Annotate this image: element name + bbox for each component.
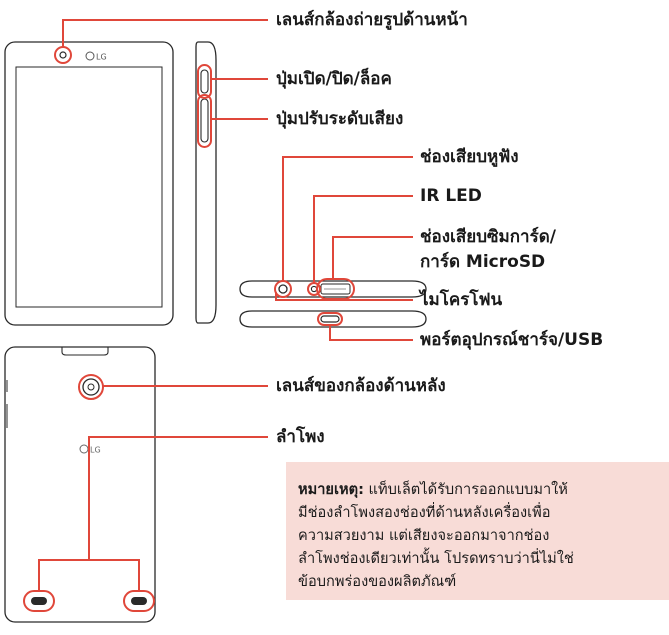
label-sim-slot-line2: การ์ด MicroSD xyxy=(420,252,546,272)
label-microphone: ไมโครโฟน xyxy=(420,290,503,310)
callout-power-ring xyxy=(197,64,212,99)
tablet-back-view xyxy=(4,346,156,623)
callout-speaker-line xyxy=(38,559,140,591)
usb-port xyxy=(320,315,340,323)
svg-text:LG: LG xyxy=(90,446,101,455)
label-charger-port: พอร์ตอุปกรณ์ชาร์จ/USB xyxy=(420,330,604,350)
label-headset-jack: ช่องเสียบหูฟัง xyxy=(420,147,519,167)
svg-text:LG: LG xyxy=(96,53,107,62)
label-power-lock: ปุ่มเปิด/ปิด/ล็อค xyxy=(276,69,392,89)
back-logo: LG xyxy=(79,444,101,455)
callout-headset-ring xyxy=(274,280,292,298)
note-text-1: แท็บเล็ตได้รับการออกแบบมาให้ xyxy=(363,481,568,498)
callout-sim-line xyxy=(332,236,413,279)
note-line-2: มีช่องลำโพงสองช่องที่ด้านหลังเครื่องเพื่… xyxy=(298,504,551,521)
back-speaker-grilles xyxy=(31,597,147,605)
note-line-1: หมายเหตุ: แท็บเล็ตได้รับการออกแบบมาให้ xyxy=(298,478,661,501)
front-body xyxy=(4,41,174,326)
note-box: หมายเหตุ: แท็บเล็ตได้รับการออกแบบมาให้ ม… xyxy=(286,462,669,600)
callout-front-camera-line xyxy=(62,19,268,47)
label-ir-led: IR LED xyxy=(420,186,482,206)
ir-led-window xyxy=(310,285,318,293)
label-front-camera: เลนส์กล้องถ่ายรูปด้านหน้า xyxy=(276,10,468,30)
tablet-top-edge xyxy=(239,280,427,298)
callout-headset-line xyxy=(282,156,413,281)
note-line-3: ความสวยงาม แต่เสียงจะออกมาจากช่อง xyxy=(298,527,550,544)
callout-usb-line xyxy=(329,325,413,341)
callout-lines xyxy=(23,19,413,612)
callout-front-camera-ring xyxy=(54,46,72,64)
label-rear-camera: เลนส์ของกล้องด้านหลัง xyxy=(276,376,446,396)
front-camera-lens xyxy=(59,51,67,59)
note-line-5: ข้อบกพร่องของผลิตภัณฑ์ xyxy=(298,573,457,590)
callout-volume-ring xyxy=(197,94,212,148)
power-button xyxy=(200,69,209,94)
callout-speaker-stem xyxy=(88,436,268,560)
label-volume: ปุ่มปรับระดับเสียง xyxy=(276,109,404,129)
callout-mic-line xyxy=(275,293,413,301)
tablet-front-view xyxy=(4,41,174,326)
back-top-connector xyxy=(61,347,109,356)
front-screen xyxy=(15,66,163,308)
tablet-bottom-edge xyxy=(239,310,427,328)
volume-button xyxy=(200,98,209,143)
callout-ir-line xyxy=(313,195,413,283)
label-speaker: ลำโพง xyxy=(276,427,325,447)
rear-camera-lens xyxy=(87,383,95,391)
note-title: หมายเหตุ: xyxy=(298,481,364,498)
headset-jack-port xyxy=(278,284,288,294)
front-logo: LG xyxy=(85,51,107,62)
note-line-4: ลำโพงช่องเดียวเท่านั้น โปรดทราบว่านี่ไม่… xyxy=(298,550,574,567)
back-body xyxy=(4,346,156,623)
rear-camera-ring xyxy=(82,378,100,396)
label-sim-slot-line1: ช่องเสียบซิมการ์ด/ xyxy=(420,227,556,247)
